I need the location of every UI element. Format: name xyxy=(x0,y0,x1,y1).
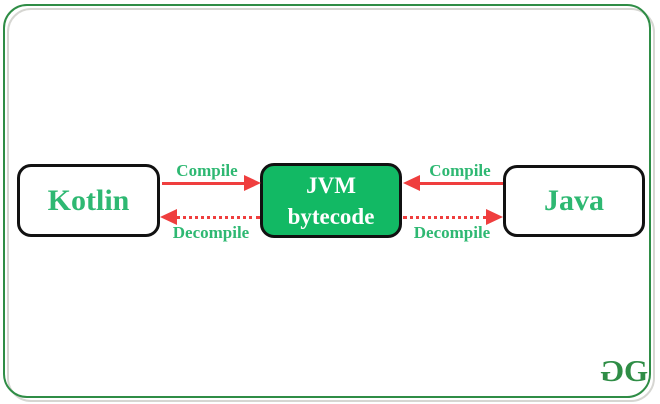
arrow-jvm-to-kotlin-shaft xyxy=(176,216,260,219)
geeksforgeeks-logo: GG xyxy=(596,353,652,389)
logo-letter-mirrored-g: G xyxy=(602,353,624,388)
edge-label-decompile-right: Decompile xyxy=(413,223,491,242)
node-jvm-label-line2: bytecode xyxy=(287,203,375,229)
edge-label-compile-right: Compile xyxy=(429,161,491,180)
arrow-kotlin-to-jvm-shaft xyxy=(162,182,246,185)
edge-label-decompile-left: Decompile xyxy=(172,223,250,242)
node-jvm-label-line1: JVM xyxy=(306,172,356,198)
node-java: Java xyxy=(503,165,645,237)
node-kotlin: Kotlin xyxy=(17,164,160,237)
node-kotlin-label: Kotlin xyxy=(47,183,130,217)
arrow-jvm-to-kotlin-head-icon xyxy=(160,209,177,225)
frame-shadow xyxy=(7,8,655,402)
arrow-java-to-jvm-shaft xyxy=(419,182,503,185)
node-jvm-bytecode: JVM bytecode xyxy=(260,163,402,238)
logo-letter-g: G xyxy=(624,353,648,388)
arrow-java-to-jvm-head-icon xyxy=(403,175,420,191)
arrow-kotlin-to-jvm-head-icon xyxy=(244,175,261,191)
arrow-jvm-to-java-shaft xyxy=(403,216,487,219)
frame-border xyxy=(3,4,651,398)
arrow-jvm-to-java-head-icon xyxy=(486,209,503,225)
edge-label-compile-left: Compile xyxy=(176,161,238,180)
node-java-label: Java xyxy=(544,184,604,217)
